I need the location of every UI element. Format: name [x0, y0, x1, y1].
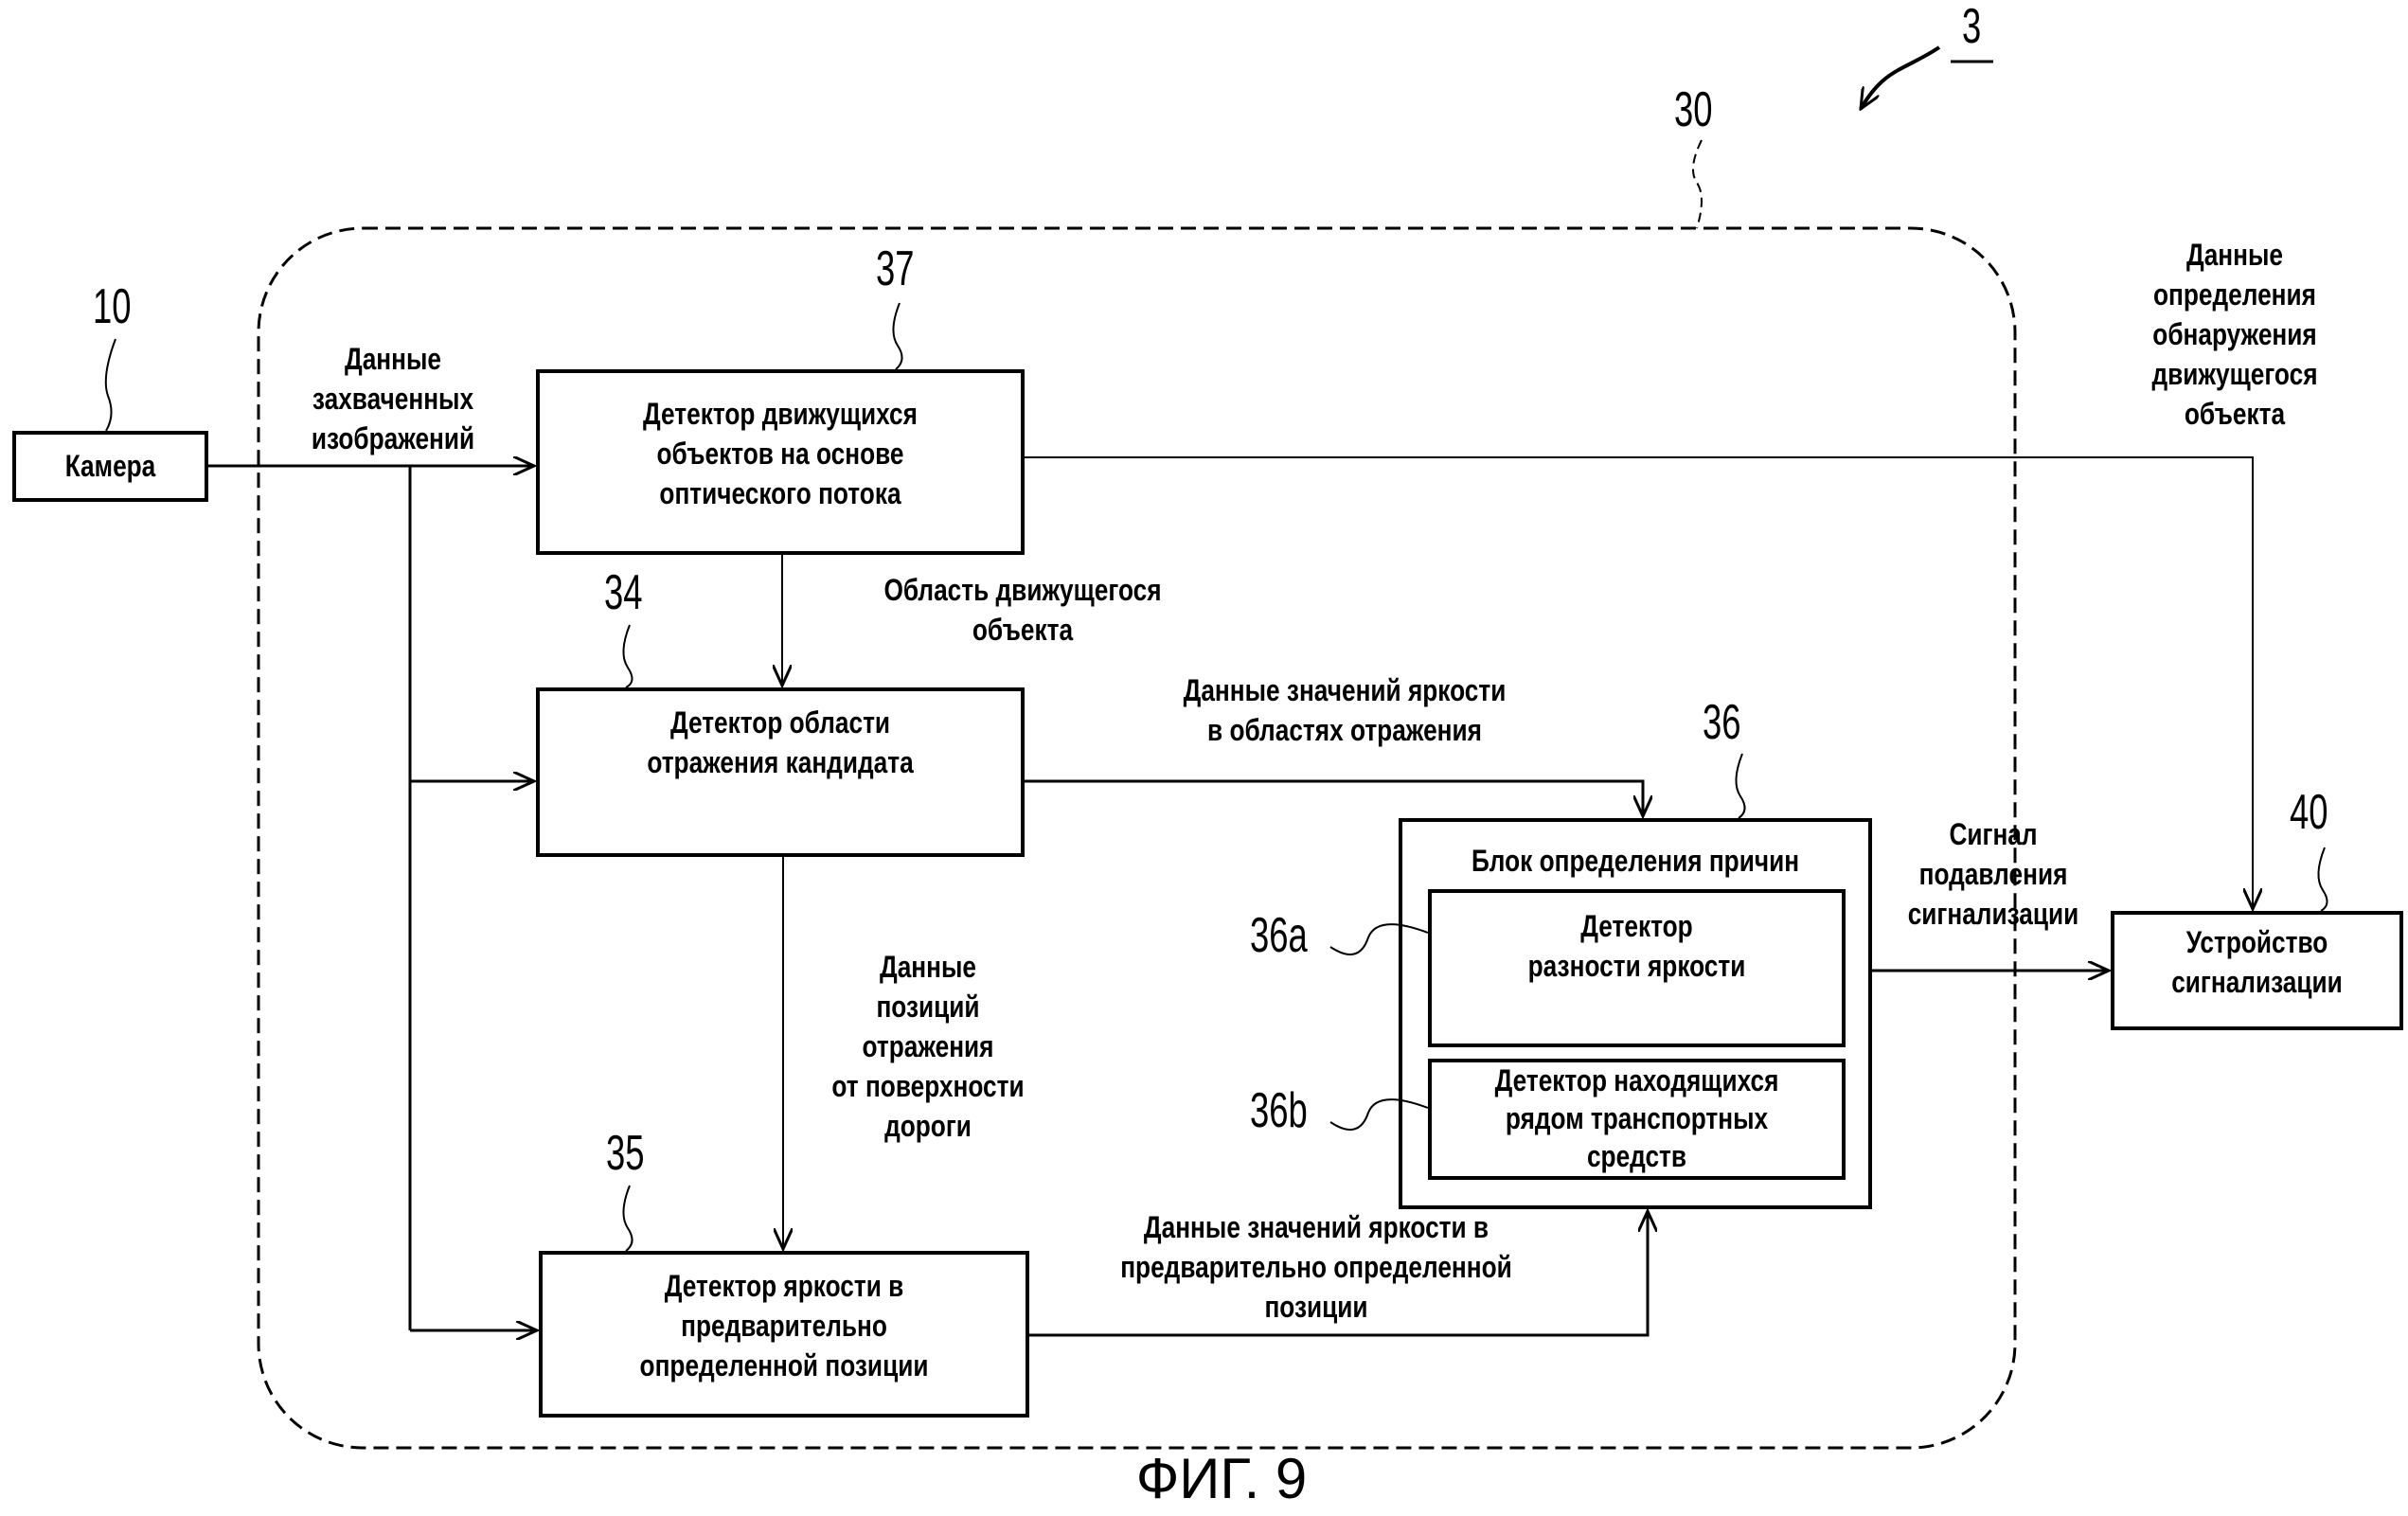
- leader-40: [2317, 847, 2328, 912]
- ref-36: 36: [1703, 695, 1741, 750]
- optical-flow-line-1: Детектор движущихся: [643, 397, 918, 431]
- cause-determination-block: Блок определения причин: [1399, 818, 1872, 1209]
- candidate-line-1: Детектор области: [669, 705, 891, 740]
- detection-data-label: Данные определения обнаружения движущего…: [2151, 238, 2318, 431]
- candidate-reflection-detector-block: Детектор области отражения кандидата: [536, 687, 1025, 857]
- leader-35: [622, 1185, 633, 1252]
- leader-3: [1861, 45, 1941, 109]
- road-positions-label: Данные позиций отражения от поверхности …: [831, 950, 1025, 1143]
- cause-b-line-2: рядом транспортных: [1505, 1101, 1769, 1135]
- figure-caption: ФИГ. 9: [1135, 1447, 1308, 1510]
- position-brightness-detector-block: Детектор яркости в предварительно опреде…: [539, 1251, 1029, 1418]
- candidate-line-2: отражения кандидата: [647, 745, 914, 779]
- position-brightness-line-2: предварительно: [681, 1309, 887, 1343]
- position-brightness-line-1: Детектор яркости в: [664, 1269, 904, 1303]
- ref-35: 35: [606, 1126, 645, 1181]
- leader-30: [1692, 139, 1703, 229]
- ref-37: 37: [876, 241, 915, 296]
- moving-area-label: Область движущегося объекта: [883, 573, 1162, 647]
- leader-34: [622, 624, 633, 688]
- alarm-line-1: Устройство: [2185, 925, 2328, 959]
- reflection-brightness-label: Данные значений яркости в областях отраж…: [1183, 673, 1507, 747]
- ref-36b: 36b: [1250, 1083, 1308, 1138]
- position-brightness-label: Данные значений яркости в предварительно…: [1120, 1210, 1512, 1324]
- cause-b-line-3: средств: [1586, 1139, 1687, 1173]
- cause-a-line-2: разности яркости: [1527, 949, 1746, 983]
- alarm-line-2: сигнализации: [2171, 965, 2343, 999]
- brightness-difference-detector-block: Детектор разности яркости: [1428, 889, 1846, 1047]
- optical-flow-line-2: объектов на основе: [656, 437, 904, 471]
- leader-37: [892, 302, 903, 370]
- alarm-device-block: Устройство сигнализации: [2111, 911, 2403, 1030]
- ref-10: 10: [93, 279, 132, 334]
- suppress-signal-label: Сигнал подавления сигнализации: [1907, 817, 2079, 931]
- optical-flow-line-3: оптического потока: [659, 476, 901, 510]
- position-brightness-line-3: определенной позиции: [639, 1348, 929, 1382]
- cause-title: Блок определения причин: [1471, 844, 1800, 878]
- camera-block: Камера: [12, 431, 208, 502]
- ref-30: 30: [1674, 82, 1713, 137]
- ref-40: 40: [2290, 785, 2328, 840]
- ref-36a: 36a: [1250, 908, 1308, 963]
- edge-35-to-36: [1029, 1211, 1648, 1337]
- ref-3: 3: [1962, 0, 1982, 54]
- cause-b-line-1: Детектор находящихся: [1494, 1063, 1779, 1097]
- leader-36a: [1329, 923, 1429, 955]
- nearby-vehicle-detector-block: Детектор находящихся рядом транспортных …: [1428, 1059, 1846, 1180]
- camera-label: Камера: [64, 449, 156, 483]
- edge-37-to-40: [1025, 456, 2253, 909]
- ref-34: 34: [604, 565, 643, 620]
- leader-36: [1735, 753, 1746, 819]
- leader-36b: [1329, 1098, 1429, 1131]
- edge-34-to-36: [1025, 779, 1643, 816]
- optical-flow-detector-block: Детектор движущихся объектов на основе о…: [536, 369, 1025, 555]
- captured-images-label: Данные захваченных изображений: [311, 342, 475, 455]
- leader-10: [104, 338, 116, 432]
- cause-a-line-1: Детектор: [1580, 909, 1693, 943]
- unit-30-boundary: [257, 226, 2017, 1450]
